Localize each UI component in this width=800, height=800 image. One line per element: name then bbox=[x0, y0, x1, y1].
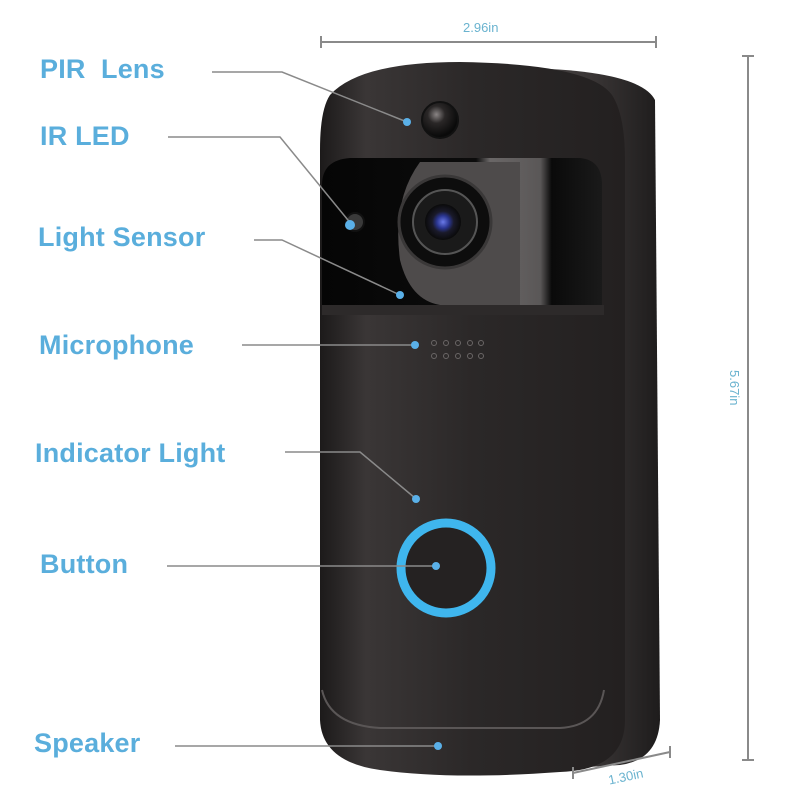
dimension-height: 5.67in bbox=[727, 370, 742, 406]
label-ir-led: IR LED bbox=[40, 121, 130, 151]
dimension-lines bbox=[320, 36, 754, 779]
doorbell-button-ring-icon bbox=[396, 518, 496, 618]
microphone-holes-icon bbox=[431, 340, 484, 359]
label-light-sensor: Light Sensor bbox=[38, 222, 206, 252]
dimension-width: 2.96in bbox=[463, 20, 499, 35]
leader-lines bbox=[167, 71, 438, 747]
label-speaker: Speaker bbox=[34, 728, 141, 758]
label-button: Button bbox=[40, 549, 129, 579]
marker-dots bbox=[345, 118, 442, 750]
label-pir-lens: PIR Lens bbox=[40, 54, 165, 84]
label-microphone: Microphone bbox=[39, 330, 194, 360]
pir-lens-icon bbox=[421, 101, 459, 139]
label-indicator-light: Indicator Light bbox=[35, 438, 226, 468]
